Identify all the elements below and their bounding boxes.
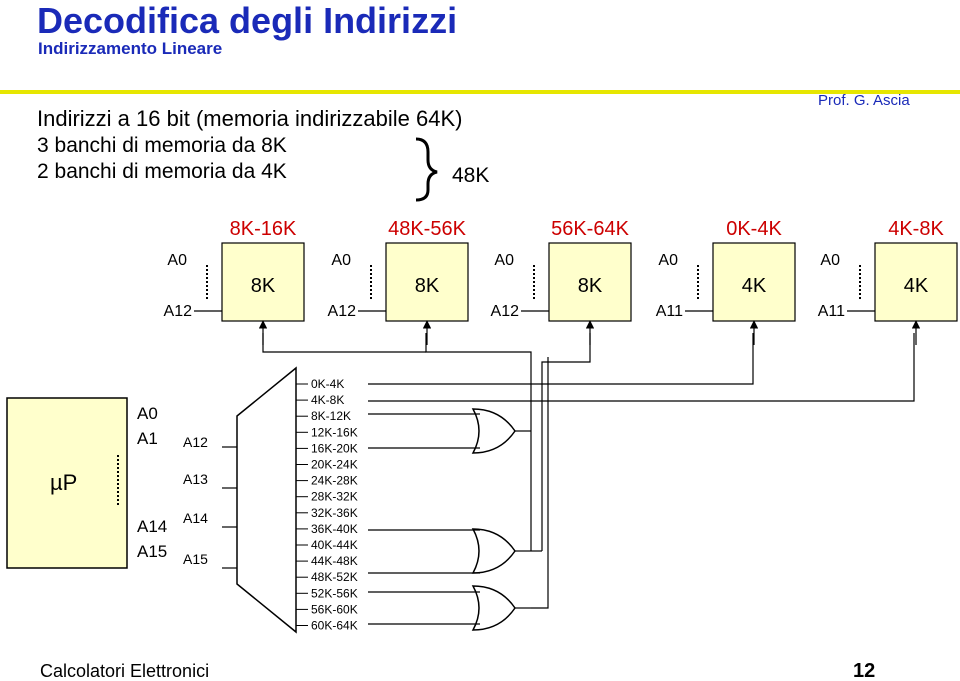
or-gate-3 bbox=[471, 585, 531, 631]
decoder-output-label: 40K-44K bbox=[311, 538, 358, 552]
bank-addr-low: A0 bbox=[167, 252, 187, 269]
bank-range-label: 0K-4K bbox=[726, 218, 782, 240]
bank-size-label: 4K bbox=[742, 275, 767, 297]
bank-addr-high: A12 bbox=[328, 303, 357, 320]
bank-addr-high: A12 bbox=[491, 303, 520, 320]
decoder-output-label: 12K-16K bbox=[311, 425, 358, 439]
decoder-output-label: 24K-28K bbox=[311, 474, 358, 488]
bank-range-label: 56K-64K bbox=[551, 218, 629, 240]
cpu: µP A0 A1 A14 A15 bbox=[6, 397, 167, 569]
page-number: 12 bbox=[853, 660, 876, 681]
decoder-in-a14: A14 bbox=[183, 510, 208, 526]
decoder-in-a13: A13 bbox=[183, 471, 208, 487]
memory-bank-4 bbox=[874, 242, 958, 322]
footer-course: Calcolatori Elettronici bbox=[40, 661, 210, 681]
intro-line-4k-banks: 2 banchi di memoria da 4K bbox=[37, 160, 287, 183]
decoder-output-label: 52K-56K bbox=[311, 586, 358, 600]
bank-size-label: 4K bbox=[904, 275, 929, 297]
decoder-output-label: 32K-36K bbox=[311, 506, 358, 520]
bank-range-label: 4K-8K bbox=[888, 218, 944, 240]
intro-line-address-width: Indirizzi a 16 bit (memoria indirizzabil… bbox=[37, 106, 463, 131]
slide-subtitle: Indirizzamento Lineare bbox=[38, 39, 223, 58]
decoder-output-label: 36K-40K bbox=[311, 522, 358, 536]
total-memory: 48K bbox=[452, 164, 490, 187]
decoder-output-label: 48K-52K bbox=[311, 570, 358, 584]
slide-title: Decodifica degli Indirizzi bbox=[37, 0, 458, 41]
cpu-addr-a0: A0 bbox=[137, 404, 158, 423]
wiring bbox=[262, 333, 915, 625]
decoder-output-label: 44K-48K bbox=[311, 554, 358, 568]
decoder-outputs: 0K-4K 4K-8K 8K-12K 12K-16K 16K-20K 20K-24K 24K… bbox=[296, 377, 358, 633]
decoder-in-a15: A15 bbox=[183, 551, 208, 567]
decoder-output-label: 4K-8K bbox=[311, 393, 344, 407]
bank-range-label: 8K-16K bbox=[230, 218, 297, 240]
bank-addr-high: A12 bbox=[164, 303, 193, 320]
bank-addr-high: A11 bbox=[818, 303, 845, 320]
grouping-brace bbox=[415, 137, 438, 202]
or-gate-2 bbox=[471, 528, 531, 574]
bank-addr-low: A0 bbox=[820, 252, 840, 269]
cpu-addr-a1: A1 bbox=[137, 429, 158, 448]
bank-size-label: 8K bbox=[415, 275, 440, 297]
bank-size-label: 8K bbox=[578, 275, 603, 297]
bank-range-label: 48K-56K bbox=[388, 218, 466, 240]
decoder-in-a12: A12 bbox=[183, 434, 208, 450]
intro-line-8k-banks: 3 banchi di memoria da 8K bbox=[37, 134, 287, 157]
decoder-output-label: 16K-20K bbox=[311, 441, 358, 455]
decoder-output-label: 20K-24K bbox=[311, 458, 358, 472]
bank-size-label: 8K bbox=[251, 275, 276, 297]
cpu-label: µP bbox=[50, 470, 77, 495]
decoder-output-label: 60K-64K bbox=[311, 619, 358, 633]
decoder-body bbox=[236, 366, 297, 634]
cpu-addr-a14: A14 bbox=[137, 517, 167, 536]
bank-addr-high: A11 bbox=[656, 303, 683, 320]
decoder-output-label: 0K-4K bbox=[311, 377, 344, 391]
cpu-box bbox=[6, 397, 128, 569]
bank-addr-low: A0 bbox=[658, 252, 678, 269]
title-divider bbox=[0, 90, 960, 94]
memory-bank-0 bbox=[221, 242, 305, 322]
decoder-output-label: 8K-12K bbox=[311, 409, 351, 423]
author: Prof. G. Ascia bbox=[818, 92, 910, 109]
bank-addr-low: A0 bbox=[494, 252, 514, 269]
decoder-output-label: 28K-32K bbox=[311, 490, 358, 504]
cpu-addr-a15: A15 bbox=[137, 542, 167, 561]
decoder-output-label: 56K-60K bbox=[311, 602, 358, 616]
bank-addr-low: A0 bbox=[331, 252, 351, 269]
or-gate-1 bbox=[471, 408, 531, 454]
decoder: A12 A13 A14 A15 0K-4K 4K-8K 8K-12K 12K-16K 1… bbox=[183, 366, 358, 634]
